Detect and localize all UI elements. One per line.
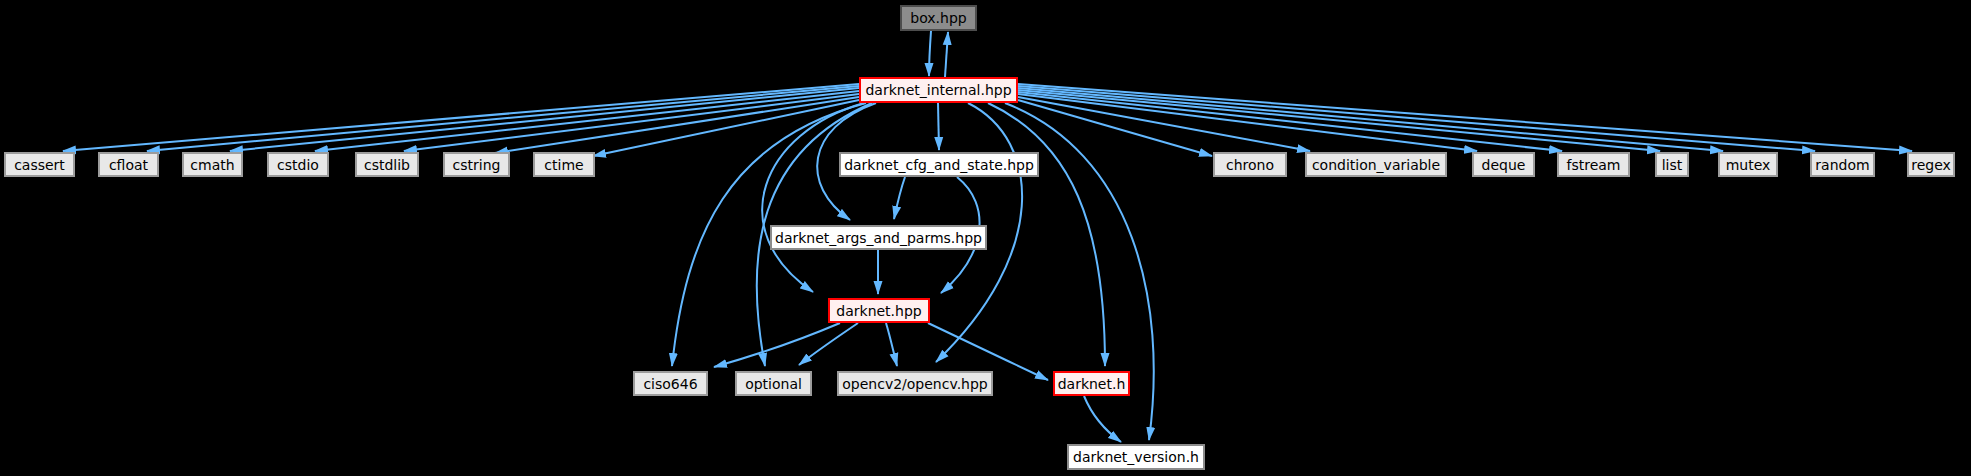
edge-darknet_internal.hpp->list <box>1018 90 1660 151</box>
edge-darknet_internal.hpp->darknet.h <box>988 103 1105 366</box>
node-chrono[interactable]: chrono <box>1213 152 1287 177</box>
edge-darknet.h->darknet_version.h <box>1084 396 1121 442</box>
node-label: cmath <box>190 157 234 173</box>
node-darknet_version.h[interactable]: darknet_version.h <box>1067 444 1205 470</box>
node-opencv2/opencv.hpp[interactable]: opencv2/opencv.hpp <box>837 371 993 396</box>
edge-darknet_internal.hpp->cassert <box>63 84 859 151</box>
node-cstdio[interactable]: cstdio <box>267 152 329 177</box>
node-darknet_args_and_parms.hpp[interactable]: darknet_args_and_parms.hpp <box>770 225 987 250</box>
edge-darknet_internal.hpp->fstream <box>1018 92 1562 151</box>
node-label: regex <box>1911 157 1951 173</box>
node-regex[interactable]: regex <box>1907 152 1955 177</box>
node-label: darknet_internal.hpp <box>865 82 1011 98</box>
node-optional[interactable]: optional <box>735 371 812 396</box>
edge-box.hpp->darknet_internal.hpp <box>929 31 931 76</box>
node-label: opencv2/opencv.hpp <box>842 376 987 392</box>
node-label: cfloat <box>109 157 148 173</box>
node-label: ciso646 <box>643 376 697 392</box>
node-random[interactable]: random <box>1810 152 1875 177</box>
edge-darknet.hpp->opencv2/opencv.hpp <box>886 323 897 366</box>
node-darknet.h[interactable]: darknet.h <box>1053 371 1130 396</box>
edge-darknet_internal.hpp->darknet_cfg_and_state.hpp <box>938 103 939 150</box>
edge-darknet_internal.hpp->darknet.hpp <box>762 103 864 292</box>
node-label: random <box>1815 157 1869 173</box>
node-cstring[interactable]: cstring <box>443 152 510 177</box>
node-label: darknet.h <box>1058 376 1126 392</box>
node-fstream[interactable]: fstream <box>1557 152 1630 177</box>
node-cmath[interactable]: cmath <box>182 152 243 177</box>
node-label: chrono <box>1226 157 1274 173</box>
node-cassert[interactable]: cassert <box>4 152 75 177</box>
node-label: box.hpp <box>910 10 966 26</box>
edge-darknet.hpp->optional <box>799 323 858 365</box>
node-darknet_cfg_and_state.hpp[interactable]: darknet_cfg_and_state.hpp <box>839 152 1039 177</box>
node-ctime[interactable]: ctime <box>533 152 595 177</box>
node-deque[interactable]: deque <box>1472 152 1535 177</box>
node-label: ctime <box>544 157 583 173</box>
node-label: cstdlib <box>364 157 410 173</box>
node-cfloat[interactable]: cfloat <box>98 152 159 177</box>
edge-darknet_internal.hpp->cfloat <box>147 86 859 151</box>
edge-darknet.hpp->ciso646 <box>714 323 840 367</box>
node-label: list <box>1662 157 1683 173</box>
edge-darknet_internal.hpp->box.hpp <box>945 32 948 77</box>
edge-darknet_internal.hpp->mutex <box>1018 88 1723 151</box>
node-label: cstring <box>453 157 501 173</box>
node-list[interactable]: list <box>1655 152 1689 177</box>
node-darknet.hpp[interactable]: darknet.hpp <box>828 298 930 323</box>
node-label: cassert <box>14 157 65 173</box>
node-box.hpp[interactable]: box.hpp <box>900 5 977 31</box>
node-label: optional <box>745 376 802 392</box>
edge-darknet_cfg_and_state.hpp->darknet_args_and_parms.hpp <box>894 177 905 219</box>
node-label: mutex <box>1726 157 1771 173</box>
node-mutex[interactable]: mutex <box>1718 152 1778 177</box>
node-ciso646[interactable]: ciso646 <box>633 371 708 396</box>
node-label: deque <box>1482 157 1526 173</box>
node-label: cstdio <box>277 157 319 173</box>
node-label: fstream <box>1567 157 1621 173</box>
node-label: darknet_args_and_parms.hpp <box>775 230 982 246</box>
node-label: darknet_version.h <box>1073 449 1199 465</box>
node-label: condition_variable <box>1312 157 1440 173</box>
node-label: darknet_cfg_and_state.hpp <box>844 157 1034 173</box>
edge-darknet_internal.hpp->ctime <box>593 100 859 156</box>
node-label: darknet.hpp <box>836 303 921 319</box>
node-condition_variable[interactable]: condition_variable <box>1305 152 1447 177</box>
node-darknet_internal.hpp[interactable]: darknet_internal.hpp <box>859 77 1018 103</box>
node-cstdlib[interactable]: cstdlib <box>355 152 419 177</box>
